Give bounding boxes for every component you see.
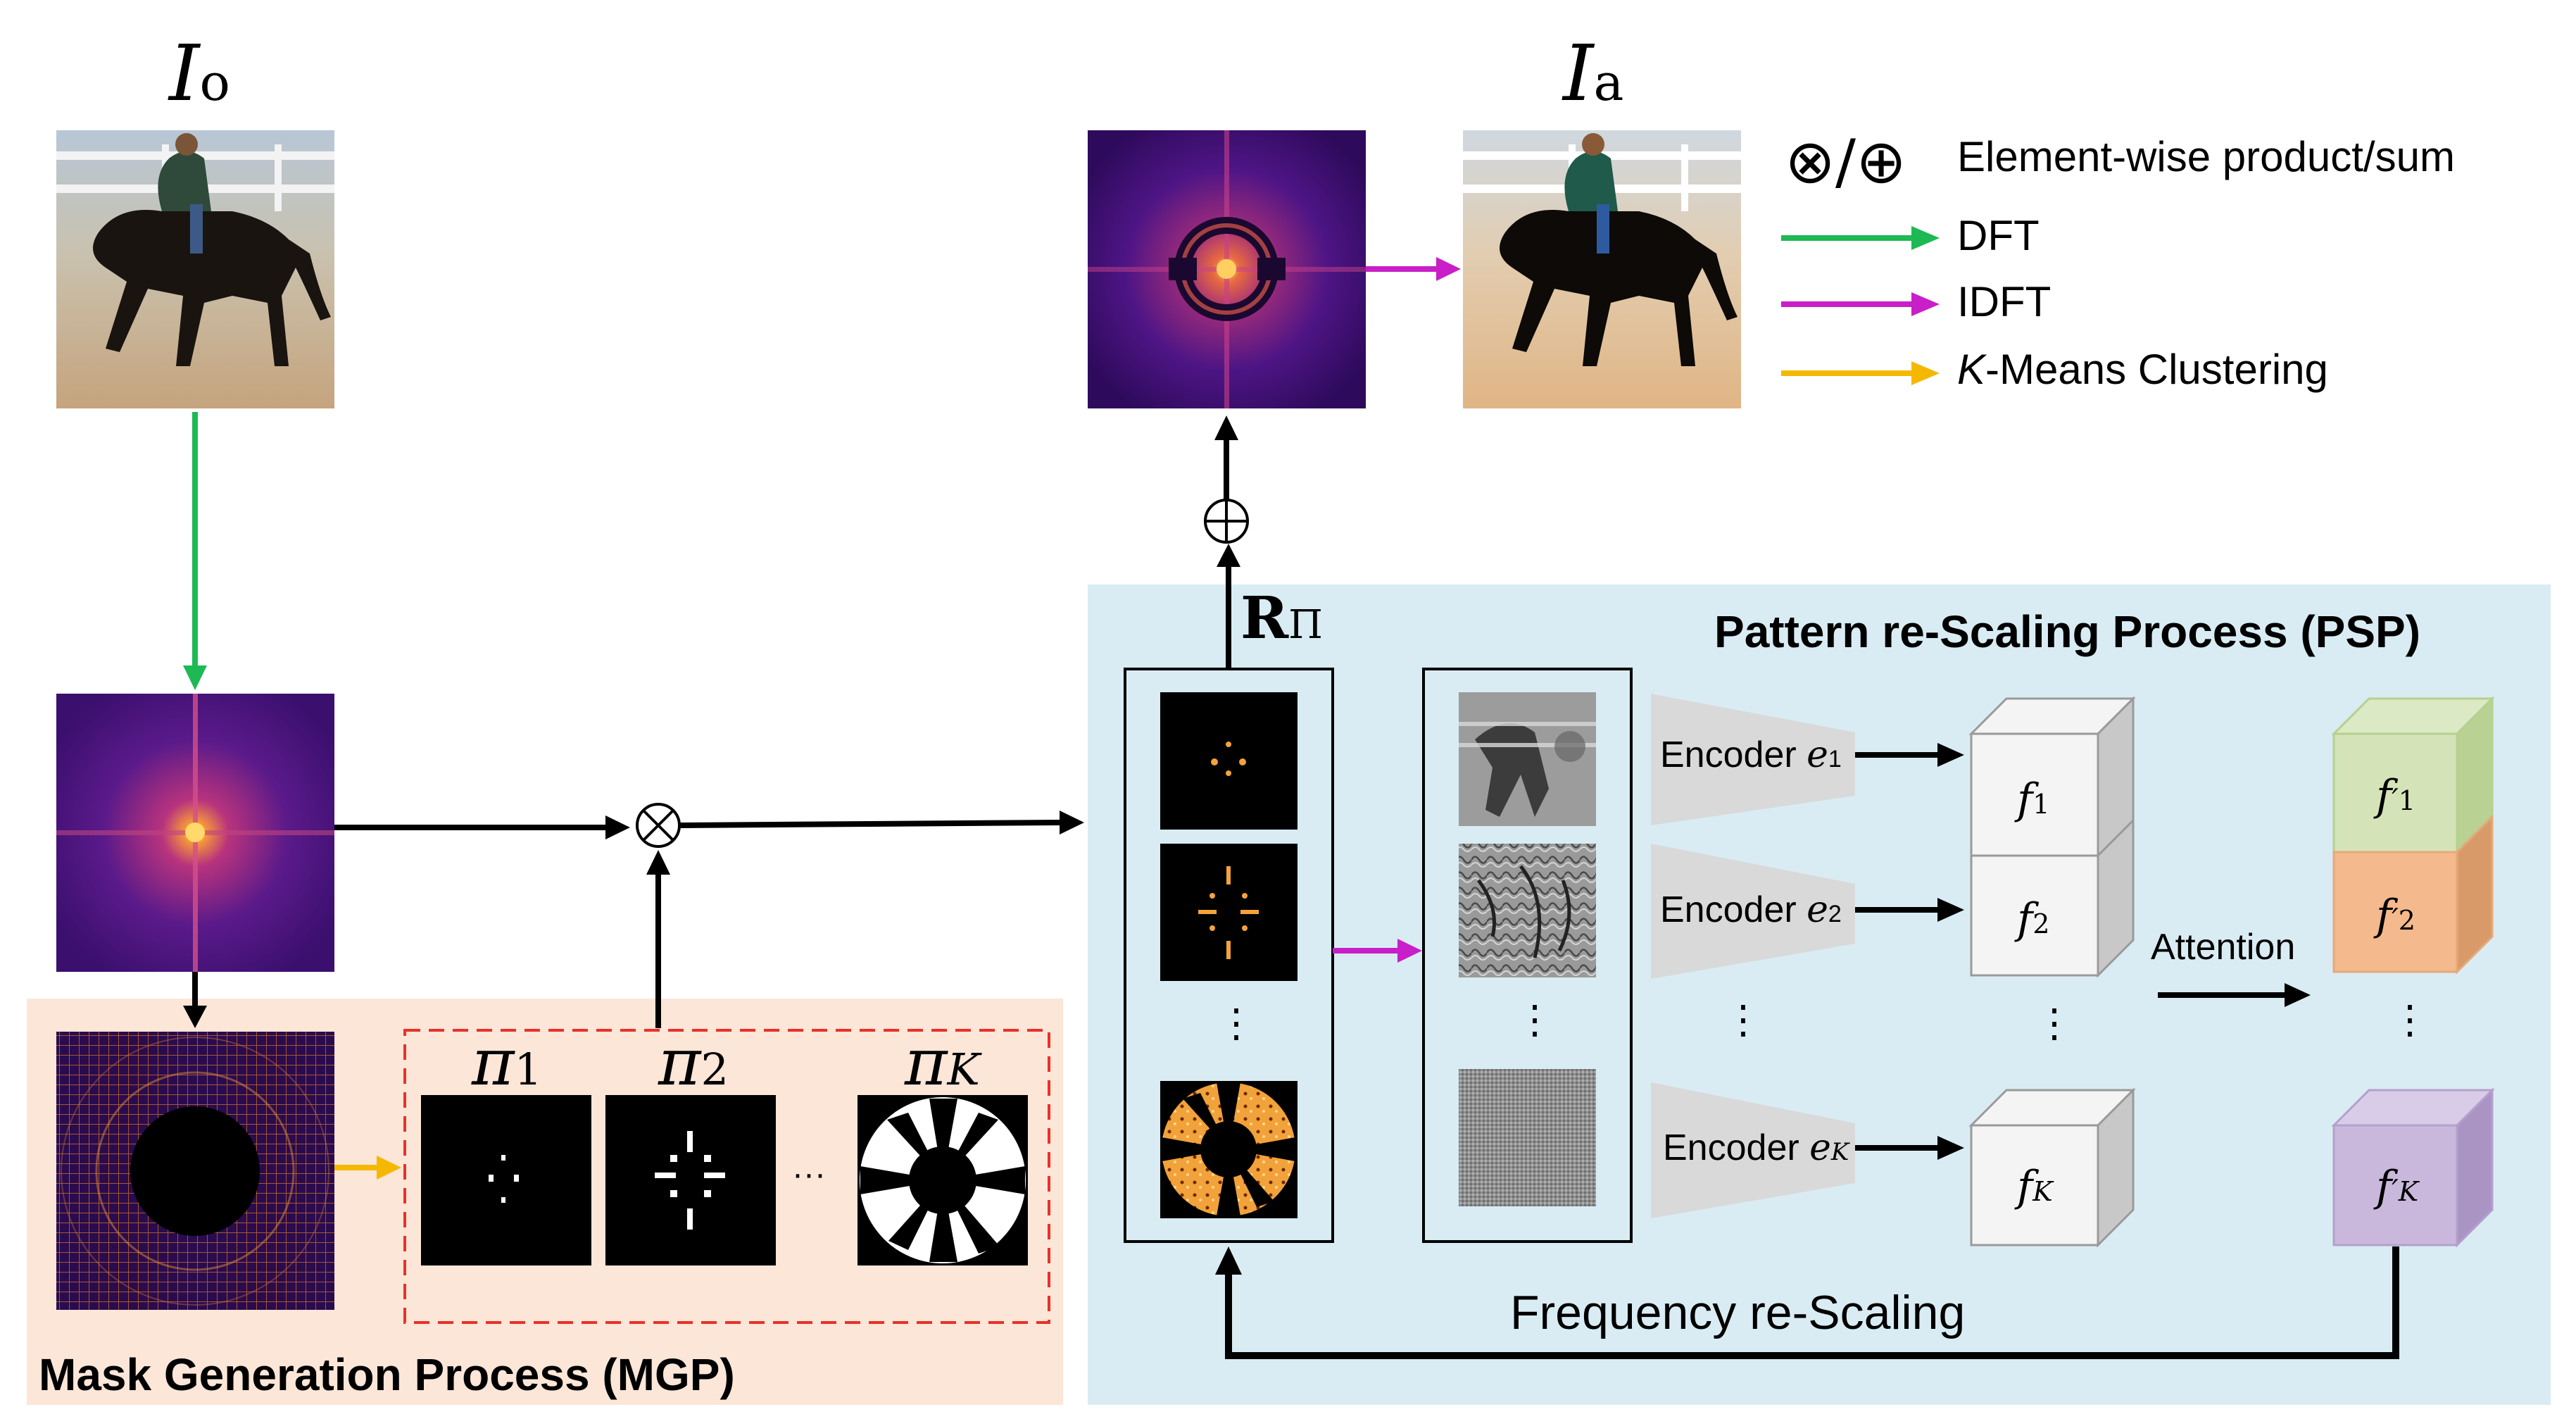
legend-product-sum-symbols: ⊗/⊕ [1785, 127, 1907, 197]
encoder-2-label: Encoder e2 [1660, 889, 1842, 931]
encoder-1-shape [1651, 694, 1855, 825]
mask-pi-1 [421, 1095, 591, 1265]
rpi-to-sum-arrow [1217, 544, 1240, 669]
encoder-k-shape [1651, 1082, 1855, 1218]
legend-idft-arrow [1781, 292, 1940, 316]
legend-idft-text: IDFT [1957, 278, 2052, 325]
sum-symbol [1204, 499, 1249, 544]
feature-cube-2 [1970, 818, 2135, 978]
masked-spectrum-1 [1160, 692, 1298, 830]
patterns-box [1422, 668, 1633, 1243]
original-spectrum [56, 694, 334, 972]
feature-1-label: f1 [2017, 775, 2050, 824]
spectrum-to-product-arrow [334, 815, 630, 839]
frequency-rescaling-arrow [1215, 1246, 2399, 1359]
masks-ellipsis: ··· [792, 1156, 826, 1193]
pi-k-label: πK [905, 1025, 980, 1100]
masked-spectrum-2 [1160, 844, 1298, 981]
ellipsis-features: ⋮ [2035, 1001, 2074, 1045]
idft-arrow-output [1366, 257, 1461, 281]
feature-prime-cube-k [2331, 1087, 2495, 1248]
mask-group-box [403, 1029, 1050, 1324]
product-symbol [636, 803, 681, 848]
polar-spectrum [56, 1032, 334, 1310]
encoder-1-label: Encoder e1 [1660, 734, 1842, 776]
encoder-1-arrow [1855, 743, 1964, 767]
product-to-psp-arrow [679, 811, 1084, 834]
sum-to-spectrum-arrow [1214, 415, 1238, 500]
encoder-k-label: Encoder eK [1663, 1127, 1849, 1169]
idft-arrow-patterns [1333, 939, 1422, 963]
augmented-image [1463, 130, 1741, 408]
psp-panel [1088, 585, 2551, 1405]
spectrum-to-polar-arrow [183, 972, 207, 1028]
legend-dft-arrow [1781, 226, 1940, 250]
attention-arrow [2158, 983, 2311, 1007]
r-pi-label: RΠ [1240, 585, 1323, 652]
ellipsis-patterns: ⋮ [1515, 997, 1554, 1042]
ellipsis-features-prime: ⋮ [2390, 997, 2430, 1042]
pi-2-label: π2 [658, 1025, 729, 1100]
legend-kmeans-arrow [1781, 361, 1940, 385]
pattern-image-2 [1459, 844, 1596, 977]
feature-cube-1 [1968, 696, 2136, 858]
pattern-image-1 [1459, 692, 1596, 826]
pattern-image-k [1459, 1069, 1596, 1206]
pi-1-label: π1 [472, 1025, 542, 1100]
encoder-2-arrow [1855, 898, 1964, 922]
ellipsis-encoders: ⋮ [1723, 997, 1763, 1042]
feature-cube-k [1968, 1087, 2136, 1248]
kmeans-arrow [334, 1156, 401, 1180]
feature-prime-2-label: f′2 [2376, 891, 2415, 940]
feature-prime-cube-2 [2332, 814, 2494, 975]
feature-prime-cube-1 [2331, 696, 2495, 855]
attention-label: Attention [2151, 927, 2296, 968]
legend-kmeans-text: K-Means Clustering [1957, 346, 2328, 393]
legend-product-sum-text: Element-wise product/sum [1957, 133, 2455, 180]
augmented-spectrum [1088, 130, 1366, 408]
masks-to-product-arrow [646, 850, 670, 1028]
legend-dft-text: DFT [1957, 212, 2040, 259]
feature-2-label: f2 [2017, 894, 2050, 944]
frequency-rescaling-label: Frequency re-Scaling [1510, 1286, 1966, 1339]
mgp-title: Mask Generation Process (MGP) [39, 1349, 735, 1400]
mask-pi-2 [605, 1095, 776, 1265]
feature-k-label: fK [2017, 1162, 2053, 1211]
encoder-k-arrow [1855, 1136, 1964, 1160]
psp-title: Pattern re-Scaling Process (PSP) [1714, 606, 2421, 657]
feature-prime-k-label: f′K [2376, 1162, 2419, 1211]
dft-arrow [183, 412, 207, 690]
encoder-2-shape [1651, 844, 1855, 979]
original-image [56, 130, 334, 408]
feature-prime-1-label: f′1 [2376, 771, 2415, 820]
mask-pi-k [857, 1095, 1028, 1265]
ellipsis-masked-spectra: ⋮ [1217, 1001, 1256, 1045]
masked-spectrum-k [1160, 1081, 1298, 1218]
io-label: Io [169, 28, 230, 118]
ia-label: Ia [1563, 28, 1624, 118]
